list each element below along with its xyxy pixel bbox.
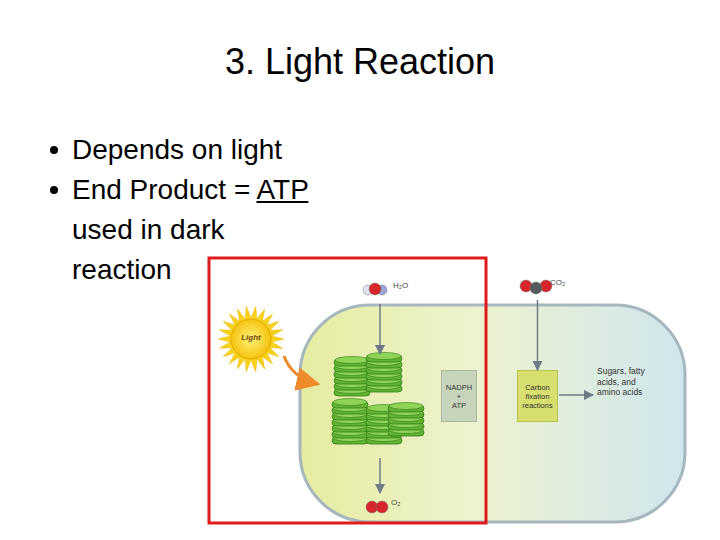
bullet-dot: [50, 186, 58, 194]
molecule: CO₂: [517, 276, 579, 300]
box-text: Carbon fixation reactions: [519, 383, 556, 410]
light-source: Light: [224, 312, 278, 366]
thylakoid-top: [367, 353, 401, 360]
molecule-label: H₂O: [393, 281, 408, 291]
product-text: Sugars, fatty acids, and amino acids: [597, 366, 657, 398]
process-box: NADPH + ATP: [441, 370, 477, 422]
thylakoid-top: [335, 357, 369, 364]
thylakoid-stacks: [332, 353, 424, 445]
box-text: NADPH + ATP: [443, 383, 475, 410]
molecule-label: CO₂: [550, 278, 565, 288]
molecule-balls: [360, 279, 392, 301]
thylakoid-top: [389, 403, 423, 410]
molecule-balls: [517, 276, 549, 300]
chloroplast-outline: [300, 305, 685, 522]
highlight-frame: [209, 258, 486, 523]
sun-rays: [218, 306, 284, 371]
light-label: Light: [224, 333, 278, 343]
bullet-text: Depends on light: [72, 130, 322, 170]
atom: [376, 501, 388, 513]
thylakoid-top: [333, 399, 367, 406]
oxygen-arrow: [379, 458, 381, 493]
light-arrow: [284, 356, 318, 384]
bullet-dot: [50, 146, 58, 154]
slide-title: 3. Light Reaction: [0, 40, 720, 84]
arrow-connector: [537, 300, 539, 370]
atom: [369, 283, 381, 295]
atom: [530, 282, 542, 294]
water-arrow: [379, 304, 381, 354]
molecule: O₂: [363, 496, 409, 518]
bullet-text: End Product = ATP used in dark reaction: [72, 170, 310, 290]
molecule: H₂O: [360, 279, 420, 301]
product-arrow: [559, 394, 593, 396]
molecule-balls: [363, 496, 395, 518]
process-box: Carbon fixation reactions: [517, 370, 558, 422]
molecule-label: O₂: [391, 498, 400, 508]
